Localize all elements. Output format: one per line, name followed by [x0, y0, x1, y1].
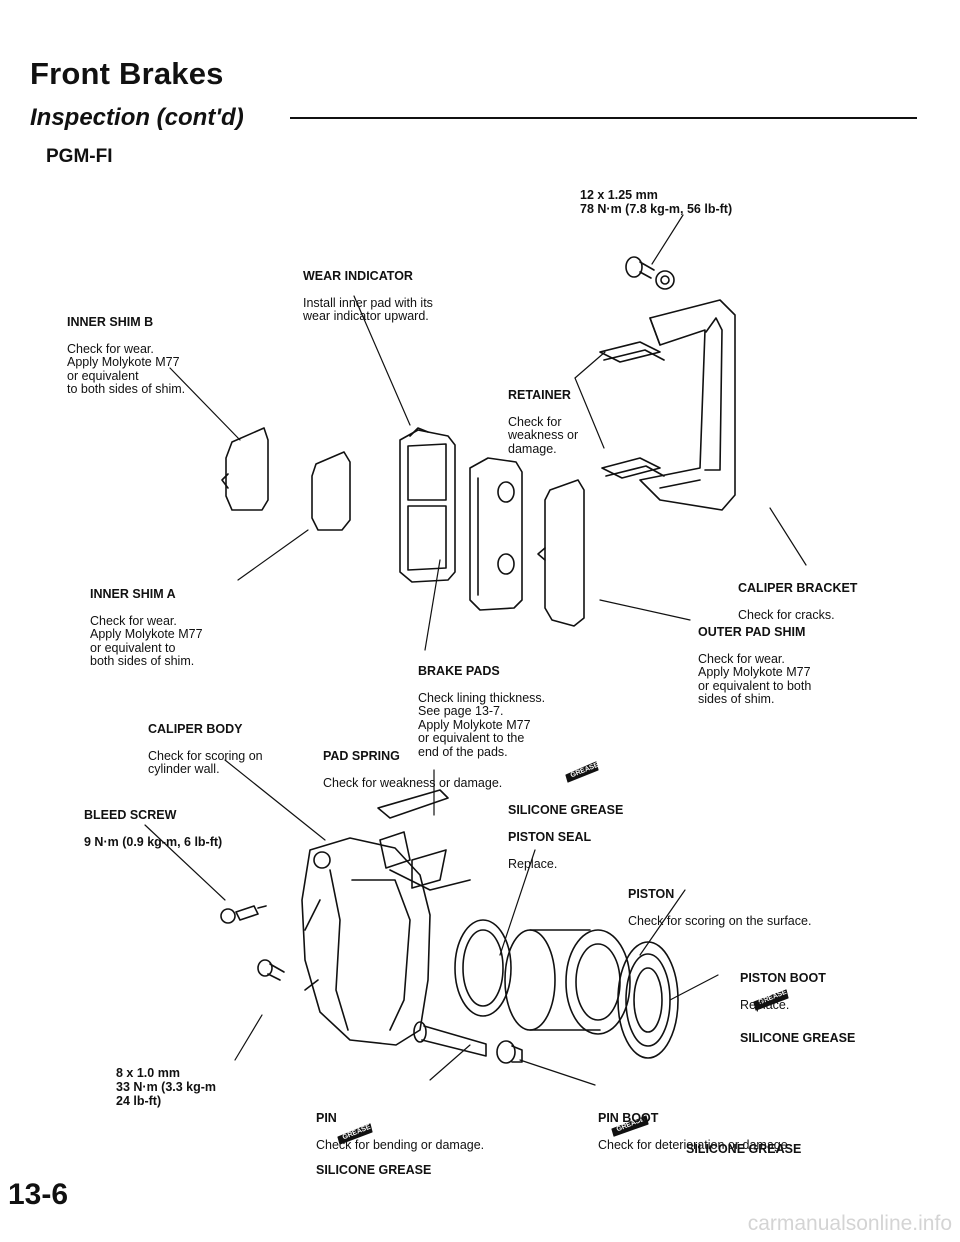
callout-name: INNER SHIM A [90, 586, 176, 601]
callout-desc: Check for wear. Apply Molykote M77 or eq… [67, 341, 186, 396]
inner-shim-b-icon [221, 427, 269, 511]
outer-pad-shim-callout: OUTER PAD SHIM Check for wear. Apply Mol… [698, 612, 811, 707]
caliper-body-callout: CALIPER BODY Check for scoring on cylind… [148, 709, 263, 777]
callout-grease: SILICONE GREASE [316, 1162, 432, 1177]
callout-desc: Check for cracks. [738, 607, 835, 622]
watermark: carmanualsonline.info [747, 1212, 952, 1235]
callout-desc: Check for deterioration or damage. [598, 1137, 792, 1152]
piston-boot-callout: PISTON BOOT Replace. [740, 958, 826, 1012]
pin-boot-grease: SILICONE GREASE [686, 1129, 801, 1170]
callout-name: BLEED SCREW [84, 807, 177, 822]
page-title: Front Brakes [30, 56, 224, 91]
callout-desc: Check for weakness or damage. [323, 775, 503, 790]
caliper-bracket-icon [639, 299, 736, 511]
callout-name: CALIPER BODY [148, 721, 243, 736]
callout-name: INNER SHIM B [67, 314, 154, 329]
callout-name: CALIPER BRACKET [738, 580, 858, 595]
callout-name: PISTON BOOT [740, 970, 826, 985]
bracket-bolt-icon [625, 256, 675, 290]
header-rule [290, 117, 917, 119]
caliper-bolt-icon [257, 959, 285, 981]
outer-brake-pad-icon [469, 457, 523, 611]
pad-spring-icon [377, 789, 471, 891]
callout-desc: Check for wear. Apply Molykote M77 or eq… [698, 651, 812, 706]
callout-name: PISTON SEAL [508, 829, 592, 844]
section-heading: PGM-FI [46, 146, 113, 167]
inner-shim-a-callout: INNER SHIM A Check for wear. Apply Molyk… [90, 574, 203, 669]
page-subtitle: Inspection (cont'd) [30, 104, 244, 131]
callout-grease: SILICONE GREASE [508, 802, 624, 817]
callout-desc: Install inner pad with its wear indicato… [303, 295, 433, 323]
callout-grease: SILICONE GREASE [740, 1030, 856, 1045]
bleed-screw-callout: BLEED SCREW 9 N·m (0.9 kg-m, 6 lb-ft) [84, 795, 222, 863]
callout-desc: 9 N·m (0.9 kg-m, 6 lb-ft) [84, 834, 223, 849]
piston-seal-callout: SILICONE GREASE PISTON SEAL Replace. [508, 790, 623, 871]
grease-tube-icons [337, 761, 789, 1145]
guide-pin-icon [413, 1021, 487, 1057]
callout-desc: Check for bending or damage. [316, 1137, 485, 1152]
callout-desc: Check for wear. Apply Molykote M77 or eq… [90, 613, 203, 668]
callout-desc: Replace. [740, 997, 790, 1012]
callout-name: WEAR INDICATOR [303, 268, 413, 283]
callout-name: PIN BOOT [598, 1110, 659, 1125]
bracket-bolt-torque: 12 x 1.25 mm 78 N·m (7.8 kg-m, 56 lb-ft) [580, 188, 733, 216]
caliper-bracket-callout: CALIPER BRACKET Check for cracks. [738, 568, 857, 622]
callout-name: PAD SPRING [323, 748, 400, 763]
callout-name: PISTON [628, 886, 675, 901]
callout-grease: SILICONE GREASE [686, 1141, 802, 1156]
page-number: 13-6 [8, 1178, 69, 1211]
retainer-clips-icon [599, 341, 665, 479]
callout-name: BRAKE PADS [418, 663, 500, 678]
piston-boot-grease: SILICONE GREASE [740, 1018, 855, 1059]
piston-callout: PISTON Check for scoring on the surface. [628, 874, 811, 928]
brake-pads-callout: BRAKE PADS Check lining thickness. See p… [418, 651, 545, 759]
pin-boot-callout: PIN BOOT Check for deterioration or dama… [598, 1098, 791, 1152]
callout-name: RETAINER [508, 387, 571, 402]
callout-name: PIN [316, 1110, 337, 1125]
piston-icon [504, 929, 631, 1035]
caliper-body-icon [301, 837, 431, 1046]
callout-desc: Check for weakness or damage. [508, 414, 579, 456]
callout-desc: Check for scoring on cylinder wall. [148, 748, 263, 776]
callout-desc: Check for scoring on the surface. [628, 913, 812, 928]
inner-shim-b-callout: INNER SHIM B Check for wear. Apply Molyk… [67, 302, 185, 397]
callout-desc: Check lining thickness. See page 13-7. A… [418, 690, 546, 759]
callout-desc: Replace. [508, 856, 558, 871]
inner-brake-pad-icon [399, 427, 456, 583]
pin-boot-icon [496, 1040, 523, 1064]
retainer-callout: RETAINER Check for weakness or damage. [508, 375, 578, 456]
bleed-screw-icon [220, 905, 267, 924]
pad-spring-callout: PAD SPRING Check for weakness or damage. [323, 736, 502, 790]
wear-indicator-callout: WEAR INDICATOR Install inner pad with it… [303, 256, 433, 324]
pin-grease: SILICONE GREASE [316, 1150, 431, 1191]
inner-shim-a-icon [311, 451, 351, 531]
pin-callout: PIN Check for bending or damage. [316, 1098, 484, 1152]
piston-seal-icon [454, 919, 512, 1017]
callout-name: OUTER PAD SHIM [698, 624, 806, 639]
piston-boot-icon [617, 941, 679, 1059]
caliper-bolt-torque: 8 x 1.0 mm 33 N·m (3.3 kg-m 24 lb-ft) [116, 1066, 217, 1108]
outer-pad-shim-icon [537, 479, 585, 627]
